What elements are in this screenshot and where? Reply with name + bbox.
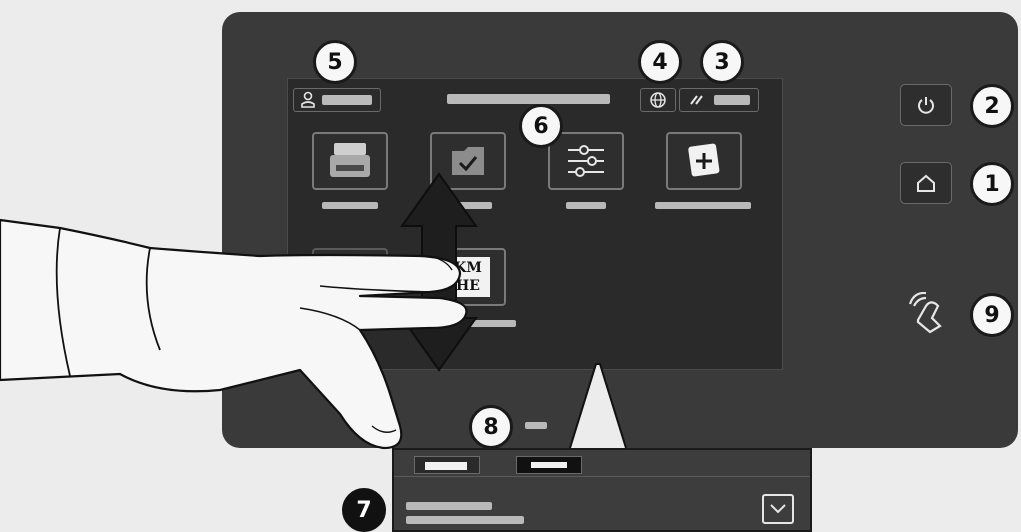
callout-badge-6-label: 6 <box>533 114 548 139</box>
app-tile-partial[interactable] <box>312 248 388 306</box>
login-label-placeholder <box>322 95 372 105</box>
drawer-tab-1-label <box>425 462 467 470</box>
drawer-line-1 <box>406 502 492 510</box>
app-tile-add[interactable] <box>666 132 742 190</box>
app-tile-add-label <box>655 202 751 209</box>
chevron-down-icon <box>768 501 788 515</box>
callout-badge-9-label: 9 <box>984 303 999 328</box>
callout-badge-1-label: 1 <box>984 172 999 197</box>
callout-badge-2: 2 <box>970 84 1014 128</box>
settings-sliders-icon <box>564 141 608 181</box>
drawer-tab-1[interactable] <box>414 456 480 474</box>
scroll-arrow-icon <box>398 170 480 374</box>
globe-icon <box>649 91 667 109</box>
power-icon <box>915 94 937 116</box>
callout-badge-9: 9 <box>970 293 1014 337</box>
reset-button[interactable] <box>679 88 759 112</box>
drawer-expand-button[interactable] <box>762 494 794 524</box>
callout-badge-3-label: 3 <box>714 50 729 75</box>
callout-badge-1: 1 <box>970 162 1014 206</box>
home-button[interactable] <box>900 162 952 204</box>
drawer-tab-2-label <box>531 462 567 468</box>
power-button[interactable] <box>900 84 952 126</box>
app-tile-printer-label <box>322 202 378 209</box>
language-button[interactable] <box>640 88 676 112</box>
callout-badge-3: 3 <box>700 40 744 84</box>
callout-badge-7-label: 7 <box>356 498 371 523</box>
nfc-icon <box>908 292 948 336</box>
callout-pointer <box>540 360 660 450</box>
app-tile-settings-label <box>566 202 606 209</box>
callout-badge-5: 5 <box>313 40 357 84</box>
drawer-line-2 <box>406 516 524 524</box>
screen-title-placeholder <box>447 94 610 104</box>
reset-icon <box>688 92 706 108</box>
callout-badge-5-label: 5 <box>327 50 342 75</box>
add-app-icon <box>682 141 726 181</box>
callout-badge-8: 8 <box>469 405 513 449</box>
login-button[interactable] <box>293 88 381 112</box>
reset-label-placeholder <box>714 95 750 105</box>
notification-drawer[interactable] <box>392 448 812 532</box>
app-tile-settings[interactable] <box>548 132 624 190</box>
drawer-divider <box>394 476 810 477</box>
callout-badge-2-label: 2 <box>984 94 999 119</box>
printer-icon <box>328 141 372 181</box>
app-icon-partial <box>328 257 372 297</box>
callout-badge-4-label: 4 <box>652 50 667 75</box>
app-tile-printer[interactable] <box>312 132 388 190</box>
callout-badge-6: 6 <box>519 104 563 148</box>
callout-badge-7: 7 <box>342 488 386 532</box>
callout-badge-8-label: 8 <box>483 415 498 440</box>
callout-badge-4: 4 <box>638 40 682 84</box>
user-icon <box>300 91 316 109</box>
drawer-tab-2[interactable] <box>516 456 582 474</box>
home-icon <box>915 172 937 194</box>
